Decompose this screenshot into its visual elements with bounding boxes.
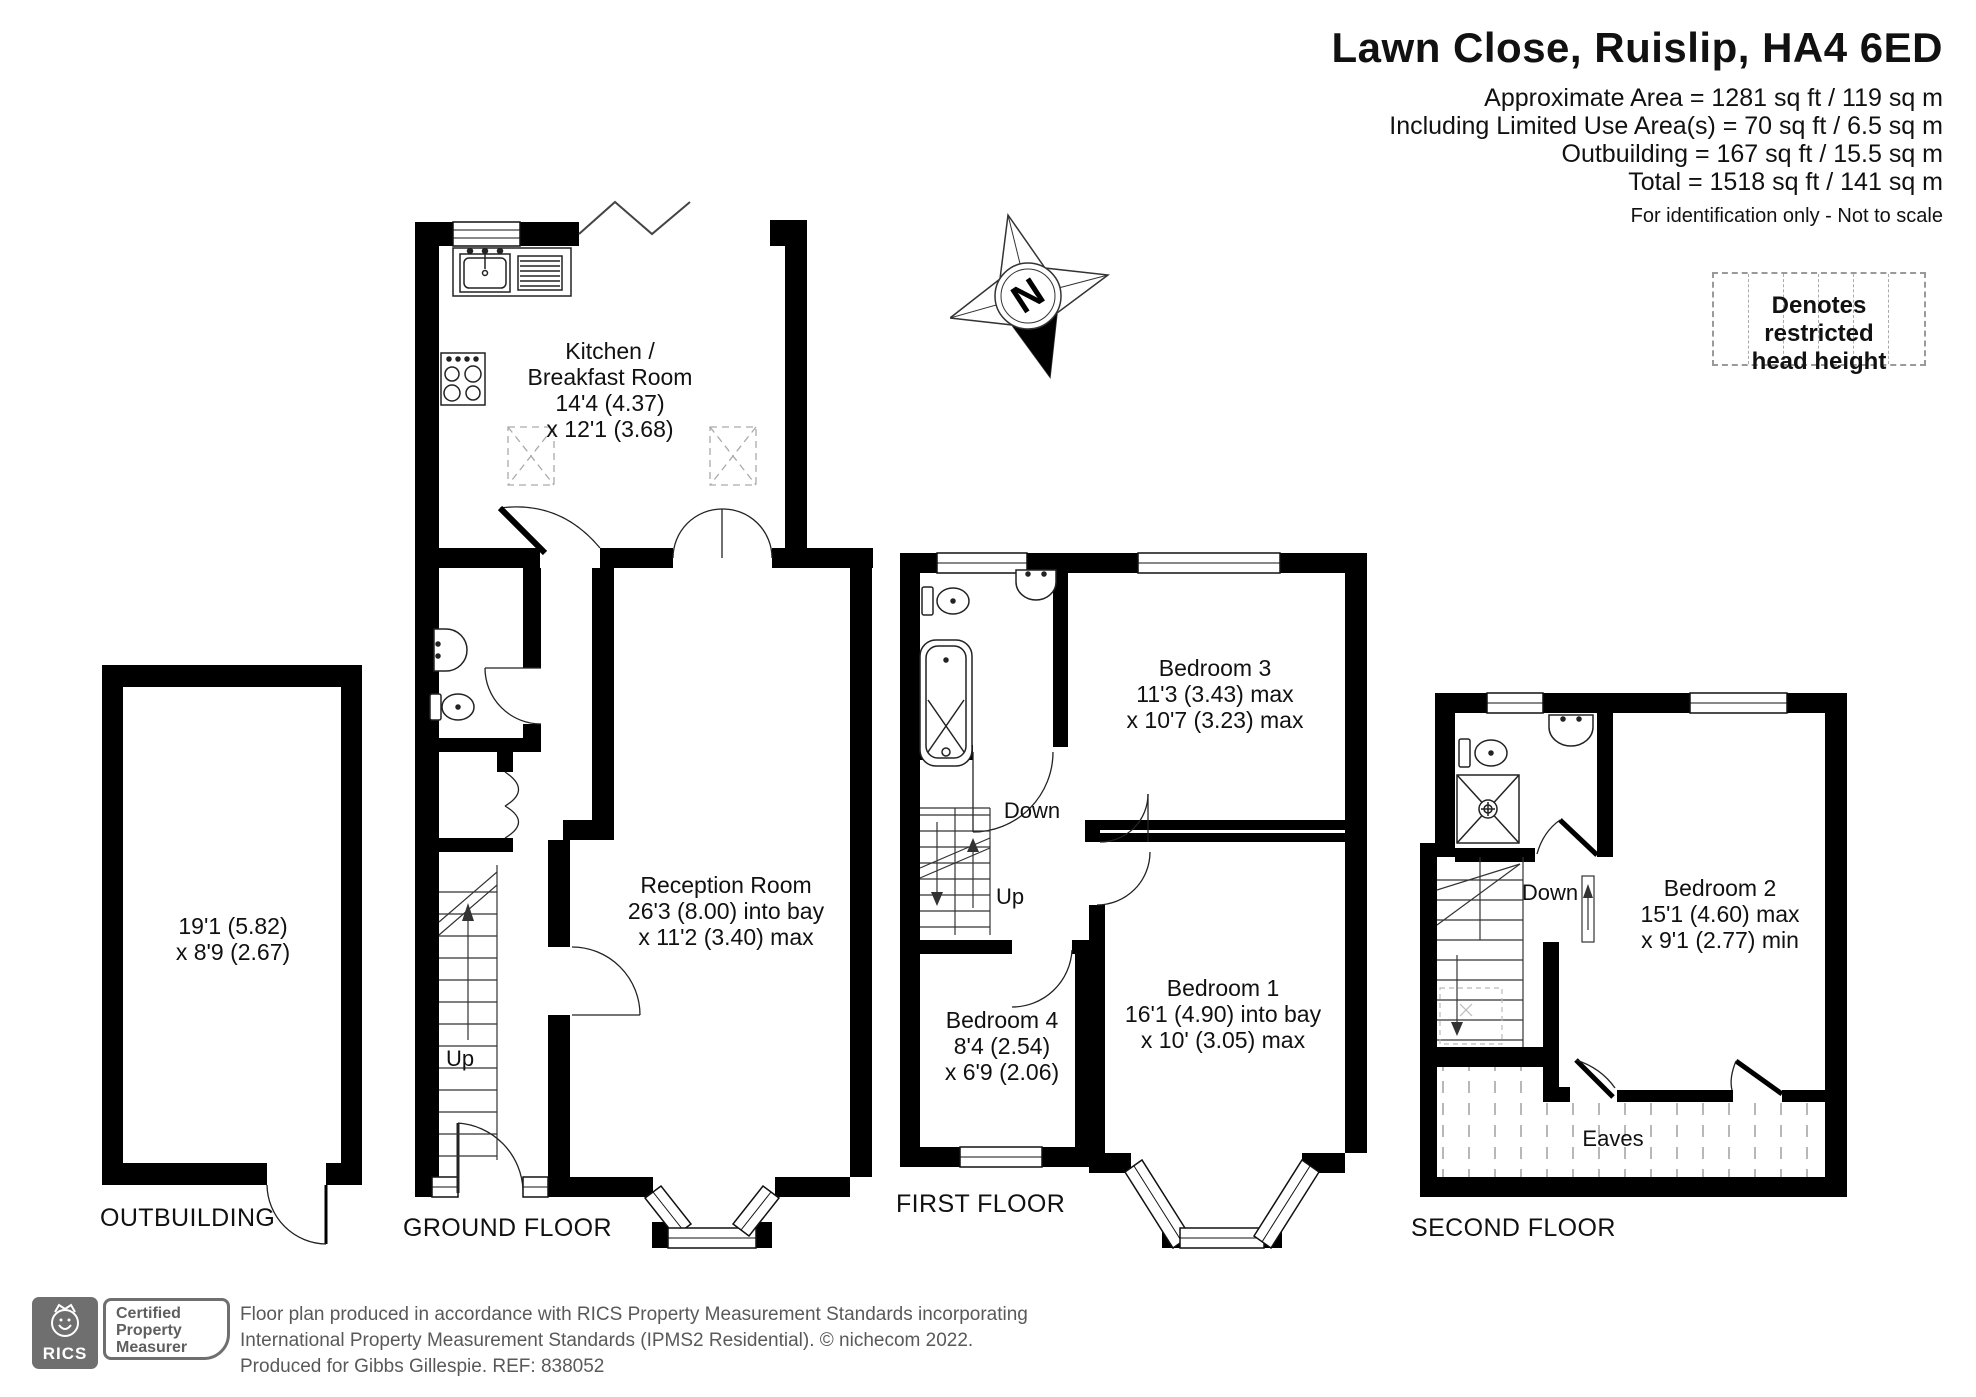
kitchen-sink-icon — [452, 247, 572, 297]
area-line: Outbuilding = 167 sq ft / 15.5 sq m — [1561, 140, 1943, 168]
kitchen-label: Kitchen / Breakfast Room 14'4 (4.37) x 1… — [527, 338, 693, 442]
outbuilding-dims-label: 19'1 (5.82) x 8'9 (2.67) — [175, 913, 291, 965]
wc-toilet-icon — [429, 693, 475, 721]
certified-property-measurer-badge: Certified Property Measurer — [103, 1298, 230, 1360]
area-line: Total = 1518 sq ft / 141 sq m — [1628, 168, 1943, 196]
bedroom1-label: Bedroom 1 16'1 (4.90) into bay x 10' (3.… — [1124, 975, 1322, 1053]
rics-lion-icon — [51, 1303, 79, 1337]
stairs-down-label: Down — [1521, 880, 1579, 905]
bedroom3-label: Bedroom 3 11'3 (3.43) max x 10'7 (3.23) … — [1126, 655, 1304, 733]
rics-brand-text: RICS — [42, 1344, 88, 1363]
second-floor-label: SECOND FLOOR — [1411, 1214, 1616, 1242]
area-line: Approximate Area = 1281 sq ft / 119 sq m — [1484, 84, 1943, 112]
staircase — [919, 807, 991, 935]
window — [936, 552, 1321, 1250]
skylight-icon — [507, 426, 757, 486]
window — [431, 221, 781, 1249]
ground-floor-plan — [415, 200, 873, 1249]
bedroom4-label: Bedroom 4 8'4 (2.54) x 6'9 (2.06) — [944, 1007, 1060, 1085]
outbuilding-door-arc — [266, 1184, 327, 1245]
staircase — [438, 865, 498, 1160]
legend-hatch-line — [1748, 274, 1749, 364]
eaves-label: Eaves — [1582, 1126, 1644, 1151]
window — [1486, 692, 1788, 714]
reception-room-label: Reception Room 26'3 (8.00) into bay x 11… — [627, 872, 825, 950]
restricted-head-height-legend: Denotes restricted head height — [1712, 272, 1926, 375]
rics-logo: RICS — [32, 1297, 98, 1369]
break-line — [578, 200, 691, 236]
area-summary: Approximate Area = 1281 sq ft / 119 sq m… — [1332, 84, 1943, 196]
area-line: Including Limited Use Area(s) = 70 sq ft… — [1389, 112, 1943, 140]
legend-hatch-line — [1783, 274, 1784, 364]
legend-hatch-line — [1853, 274, 1854, 364]
outbuilding-floor-label: OUTBUILDING — [100, 1204, 276, 1232]
wc-basin-icon — [433, 628, 468, 672]
disclaimer-text: Floor plan produced in accordance with R… — [240, 1304, 1028, 1377]
door-arcs — [972, 751, 1151, 1008]
compass-north-icon: N — [950, 212, 1110, 380]
ground-floor-label: GROUND FLOOR — [403, 1214, 612, 1242]
first-floor-label: FIRST FLOOR — [896, 1190, 1066, 1218]
bathroom-toilet-icon — [921, 586, 970, 616]
eaves-restricted-area — [1437, 1067, 1825, 1177]
staircase — [1436, 857, 1595, 1047]
legend-text: Denotes restricted — [1764, 292, 1874, 347]
shower-basin-icon — [1548, 714, 1594, 747]
legend-hatch-line — [1888, 274, 1889, 364]
stairs-up-label: Up — [445, 1046, 475, 1071]
hob-icon — [440, 352, 486, 406]
scale-note: For identification only - Not to scale — [1630, 205, 1943, 227]
door-arcs — [456, 505, 773, 1193]
stairs-up-label: Up — [995, 884, 1025, 909]
shower-tray-icon — [1456, 774, 1520, 844]
bedroom2-label: Bedroom 2 15'1 (4.60) max x 9'1 (2.77) m… — [1640, 875, 1800, 953]
header: Lawn Close, Ruislip, HA4 6ED Approximate… — [1332, 24, 1943, 228]
outbuilding-plan — [102, 665, 362, 1245]
legend-text: head height — [1751, 348, 1887, 375]
page-title: Lawn Close, Ruislip, HA4 6ED — [1331, 24, 1943, 71]
first-floor-plan — [900, 552, 1367, 1250]
bathroom-basin-icon — [1015, 569, 1057, 601]
stairs-down-label: Down — [1003, 798, 1061, 823]
bath-icon — [919, 639, 973, 767]
door-arcs — [1536, 818, 1784, 1099]
shower-toilet-icon — [1458, 738, 1508, 768]
second-floor-plan — [1420, 692, 1847, 1197]
legend-hatch-line — [1818, 274, 1819, 364]
